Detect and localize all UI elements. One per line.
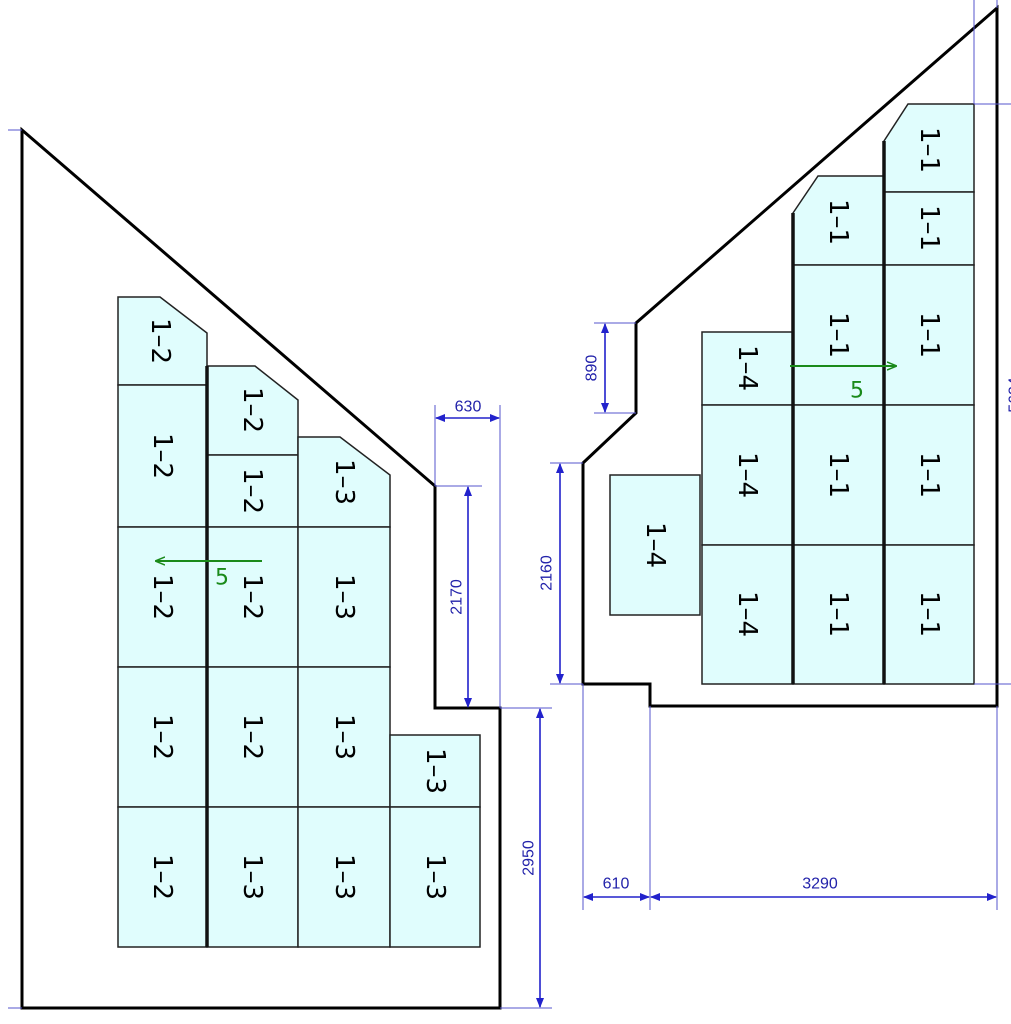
dimension-2170: 2170 <box>449 579 466 615</box>
cell-label: 1–4 <box>640 522 670 568</box>
cell-label: 1–2 <box>145 318 175 364</box>
tile-cell[interactable] <box>297 666 391 808</box>
direction-label: 5 <box>850 379 864 404</box>
cell-label: 1–2 <box>147 574 177 620</box>
cell-label: 1–4 <box>732 345 762 391</box>
cell-label: 1–2 <box>237 574 267 620</box>
cell-label: 1–1 <box>914 127 944 173</box>
cell-label: 1–2 <box>237 468 267 514</box>
tile-cell[interactable] <box>883 404 975 546</box>
tile-cell[interactable] <box>883 264 975 406</box>
cell-label: 1–3 <box>329 574 359 620</box>
cell-label: 1–1 <box>823 312 853 358</box>
tile-cell[interactable] <box>117 296 208 386</box>
cell-label: 1–3 <box>420 748 450 794</box>
cell-label: 1–1 <box>823 452 853 498</box>
dimension-total-height: 5624 <box>1007 377 1011 413</box>
cell-label: 1–2 <box>147 433 177 479</box>
cell-label: 1–3 <box>237 854 267 900</box>
cell-label: 1–1 <box>914 591 944 637</box>
cell-label: 1–1 <box>823 199 853 245</box>
left-panel: 1–2 1–2 1–2 1–2 1–2 1–2 1–2 1–2 1–2 1–3 … <box>8 126 552 1010</box>
cell-label: 1–3 <box>420 854 450 900</box>
cell-label: 1–2 <box>147 854 177 900</box>
left-cell-labels: 1–2 1–2 1–2 1–2 1–2 1–2 1–2 1–2 1–2 1–3 … <box>145 318 450 900</box>
cell-label: 1–4 <box>732 591 762 637</box>
cell-label: 1–4 <box>732 452 762 498</box>
dimension-890: 890 <box>584 355 601 382</box>
tile-cell[interactable] <box>297 436 391 528</box>
dimension-3290: 3290 <box>802 876 838 893</box>
cell-label: 1–1 <box>914 205 944 251</box>
dimension-2160: 2160 <box>539 555 556 591</box>
dimension-610: 610 <box>603 876 630 893</box>
tile-cell[interactable] <box>701 544 794 685</box>
tile-cell[interactable] <box>206 806 299 948</box>
cell-label: 1–3 <box>329 714 359 760</box>
cell-label: 1–3 <box>329 854 359 900</box>
tile-cell[interactable] <box>117 666 208 808</box>
tile-cell[interactable] <box>792 404 885 546</box>
tile-cell[interactable] <box>117 806 208 948</box>
right-panel: 1–4 1–4 1–4 1–4 1–1 1–1 1–1 1–1 1–1 1–1 … <box>539 0 1011 910</box>
cell-label: 1–2 <box>237 387 267 433</box>
direction-label: 5 <box>215 566 229 591</box>
tile-cell[interactable] <box>297 806 391 948</box>
cell-label: 1–3 <box>329 459 359 505</box>
cell-label: 1–1 <box>823 591 853 637</box>
dimension-630: 630 <box>455 399 482 416</box>
dimension-2950: 2950 <box>521 840 538 876</box>
cell-label: 1–2 <box>147 714 177 760</box>
tile-cell[interactable] <box>701 331 794 406</box>
tile-cell[interactable] <box>117 384 208 528</box>
tile-cell[interactable] <box>883 544 975 685</box>
tile-cell[interactable] <box>389 734 481 808</box>
tile-cell[interactable] <box>297 526 391 668</box>
cell-label: 1–2 <box>237 714 267 760</box>
right-cell-labels: 1–4 1–4 1–4 1–4 1–1 1–1 1–1 1–1 1–1 1–1 … <box>640 127 944 637</box>
cell-label: 1–1 <box>914 312 944 358</box>
cell-label: 1–1 <box>914 452 944 498</box>
tile-cell[interactable] <box>389 806 481 948</box>
tile-cell[interactable] <box>609 474 701 616</box>
